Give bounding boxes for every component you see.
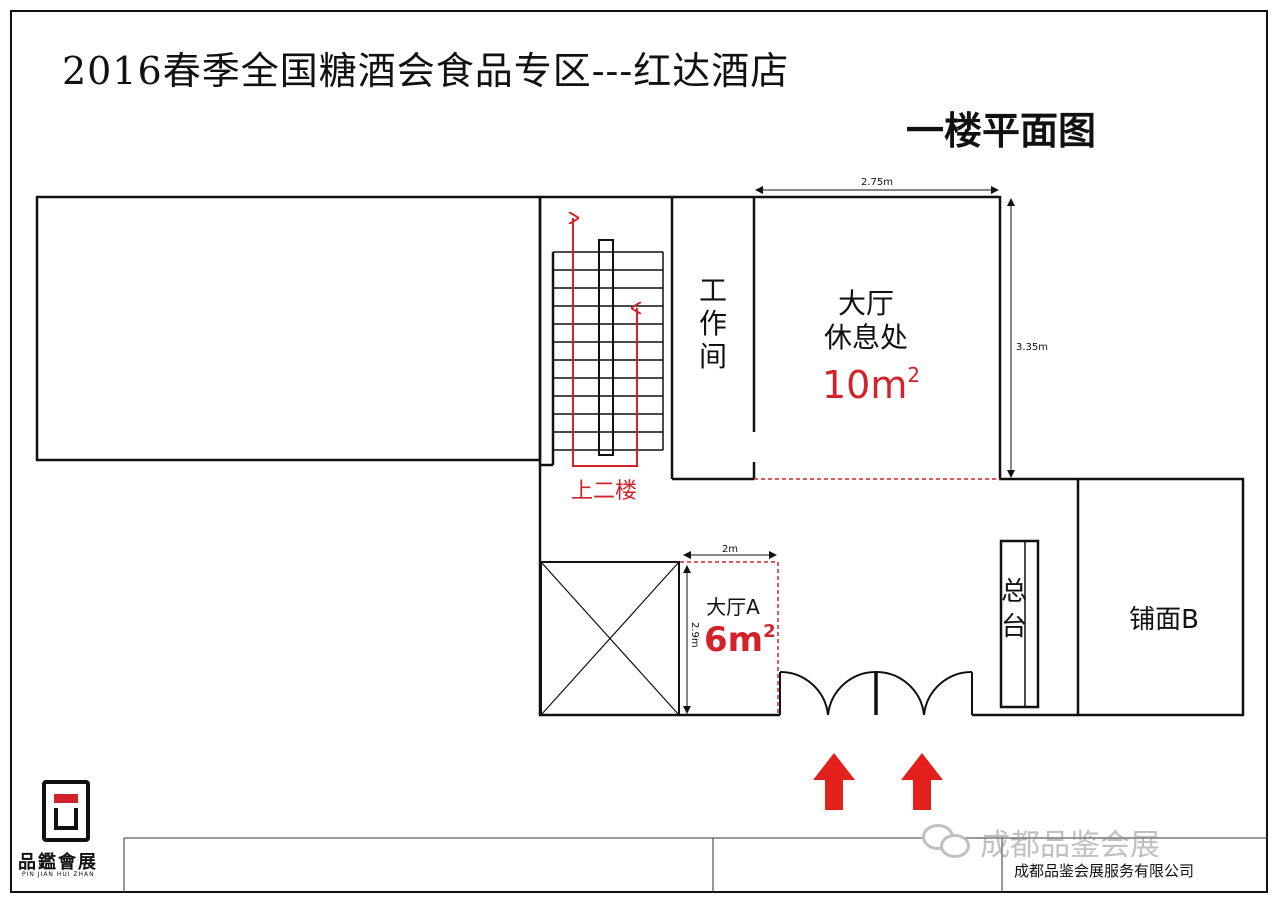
workroom-label-2: 作 [699,307,727,340]
footer-table [123,837,1268,893]
logo-text: 品鑑會展 [18,852,98,873]
lounge-label-1: 大厅 [838,287,894,320]
hall-a-width-label: 2m [722,544,738,555]
lounge-width-label: 2.75m [861,177,893,188]
stairs-up-arrow [573,218,637,467]
hall-a-dashed-boundary [680,561,779,715]
hall-a-height-label: 2.9m [689,622,700,648]
hall-a-label: 大厅A [706,595,760,619]
front-desk-label-2: 台 [1001,612,1027,642]
entrance-doors [779,670,973,716]
left-room [35,195,542,462]
lounge-height-label: 3.35m [1016,342,1048,353]
hall-a-area: 6m2 [704,620,776,660]
page-subtitle: 一楼平面图 [906,109,1097,153]
stairs-label: 上二楼 [571,479,637,504]
wechat-icon [922,822,972,862]
elevator-shaft [540,561,680,716]
lounge-area: 10m2 [822,363,920,407]
watermark-text: 成都品鉴会展 [980,828,1160,863]
lounge-label-2: 休息处 [824,321,908,354]
entrance-arrow-right-icon [901,753,943,810]
front-desk-label-1: 总 [1001,577,1027,607]
page-frame [10,10,1268,893]
company-name: 成都品鉴会展服务有限公司 [1014,862,1195,880]
page-title: 2016春季全国糖酒会食品专区---红达酒店 [62,49,790,93]
logo-subtext: PIN JIAN HUI ZHAN [22,871,95,878]
workroom-label-3: 间 [699,340,727,373]
workroom-label-1: 工 [699,274,727,307]
workroom [670,197,756,481]
company-logo-icon [42,780,90,842]
building-outline [538,195,1245,717]
watermark: 成都品鉴会展 [922,820,1160,864]
front-desk [999,539,1040,709]
stairwell [540,239,664,467]
shop-b-label: 铺面B [1129,605,1199,635]
entrance-arrow-left-icon [813,753,855,810]
